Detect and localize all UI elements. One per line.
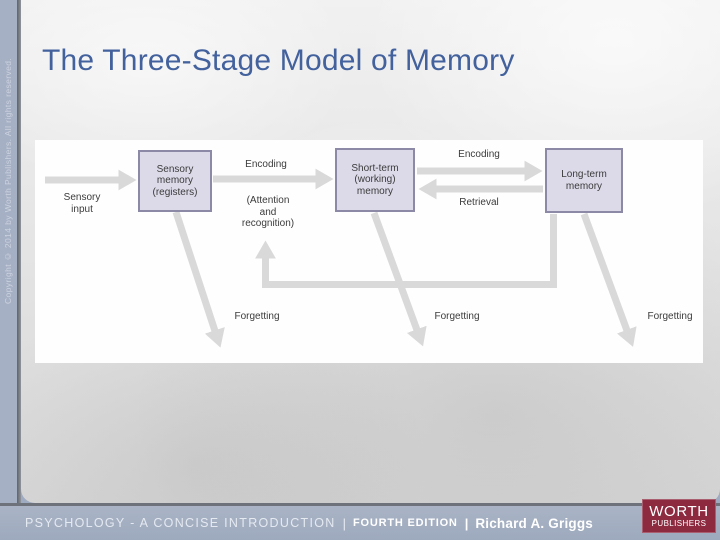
worth-publishers-logo: WORTH PUBLISHERS — [642, 499, 716, 533]
slide-title: The Three-Stage Model of Memory — [42, 44, 515, 77]
retrieval-feedback-loop-arrow — [255, 214, 557, 288]
strip-shadow-divider — [17, 0, 21, 503]
copyright-vertical-text: Copyright © 2014 by Worth Publishers. Al… — [3, 57, 13, 304]
attention-recognition-label: (Attention and recognition) — [241, 195, 295, 229]
encoding-label-2: Encoding — [458, 149, 500, 160]
forgetting-arrow-long-term — [580, 212, 637, 347]
diagram-panel: Sensory memory (registers) Short-term (w… — [35, 140, 703, 363]
sensory-input-label: Sensory input — [63, 192, 101, 215]
footer-bar: PSYCHOLOGY - A CONCISE INTRODUCTION | FO… — [0, 503, 720, 540]
footer-edition: FOURTH EDITION — [352, 517, 458, 529]
sensory-memory-box: Sensory memory (registers) — [138, 150, 212, 212]
forgetting-label-3: Forgetting — [647, 311, 693, 322]
forgetting-arrow-short-term — [370, 211, 427, 347]
publisher-name-line2: PUBLISHERS — [651, 519, 707, 528]
forgetting-label-2: Forgetting — [434, 311, 480, 322]
retrieval-label: Retrieval — [459, 197, 499, 208]
diagram-arrows — [45, 160, 637, 348]
footer-author: Richard A. Griggs — [475, 515, 593, 531]
footer-divider-1: | — [342, 515, 346, 531]
footer-book-title: PSYCHOLOGY - A CONCISE INTRODUCTION — [25, 516, 336, 530]
forgetting-label-1: Forgetting — [234, 311, 280, 322]
encoding-label-1: Encoding — [245, 159, 287, 170]
footer-divider-2: | — [464, 515, 469, 531]
short-term-memory-box: Short-term (working) memory — [335, 148, 415, 212]
publisher-name-line1: WORTH — [649, 503, 709, 520]
copyright-strip — [0, 0, 17, 503]
forgetting-arrow-sensory — [172, 210, 225, 348]
long-term-memory-box: Long-term memory — [545, 148, 623, 213]
